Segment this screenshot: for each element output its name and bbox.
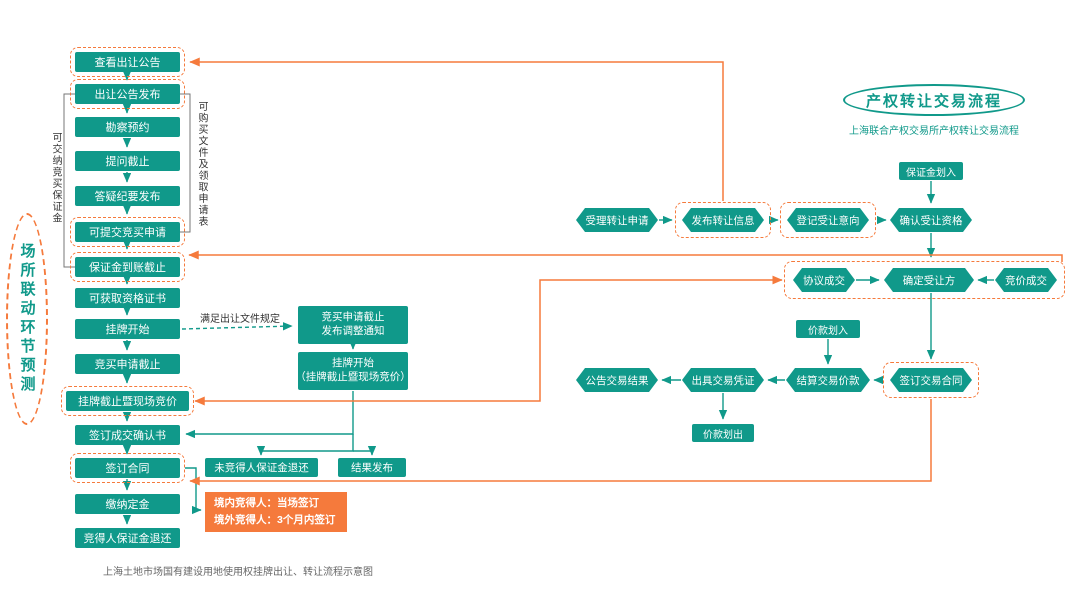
right-step-register-intention: 登记受让意向 <box>787 208 869 232</box>
venue-linkage-oval: 场所联动环节预测 <box>6 213 48 425</box>
highlight-register-intention <box>780 202 876 238</box>
document-purchase-period-label: 可购买文件及领取申请表 <box>196 101 207 228</box>
right-step-auction-deal: 竞价成交 <box>995 268 1057 292</box>
left-step-sign-contract: 签订合同 <box>75 458 180 478</box>
left-step-bid-application-open: 可提交竞买申请 <box>75 222 180 242</box>
highlight-bid-application-open <box>70 217 185 247</box>
deposit-period-label: 可交纳竞买保证金 <box>50 132 61 224</box>
right-step-settle-payment: 结算交易价款 <box>786 368 870 392</box>
left-step-listing-start: 挂牌开始 <box>75 319 180 339</box>
right-step-determine-transferee: 确定受让方 <box>884 268 974 292</box>
signing-rule-overseas: 境外竞得人：3个月内签订 <box>214 514 336 526</box>
left-step-view-announcement: 查看出让公告 <box>75 52 180 72</box>
listing-start-auction-box: 挂牌开始 （挂牌截止暨现场竞价） <box>295 352 411 390</box>
loser-deposit-refund-box: 未竞得人保证金退还 <box>205 458 318 477</box>
highlight-view-announcement <box>70 47 185 77</box>
left-step-qa-minutes-published: 答疑纪要发布 <box>75 186 180 206</box>
signing-rule-box: 境内竞得人：当场签订 境外竞得人：3个月内签订 <box>205 492 347 532</box>
payment-out-box: 价款划出 <box>692 424 754 442</box>
result-published-box: 结果发布 <box>338 458 406 477</box>
highlight-announcement-published <box>70 79 185 109</box>
highlight-deposit-deadline <box>70 252 185 282</box>
left-step-sign-confirmation: 签订成交确认书 <box>75 425 180 445</box>
right-flow-title-oval: 产权转让交易流程 <box>843 84 1025 116</box>
condition-label: 满足出让文件规定 <box>200 314 280 325</box>
highlight-publish-transfer-info <box>675 202 771 238</box>
right-step-announce-result: 公告交易结果 <box>576 368 658 392</box>
right-step-confirm-qualification: 确认受让资格 <box>890 208 972 232</box>
highlight-sign-transaction-contract <box>883 362 979 398</box>
signing-rule-domestic: 境内竞得人：当场签订 <box>214 497 319 510</box>
payment-in-box: 价款划入 <box>796 320 860 338</box>
left-step-pay-downpayment: 缴纳定金 <box>75 494 180 514</box>
diagram-caption: 上海土地市场国有建设用地使用权挂牌出让、转让流程示意图 <box>103 567 373 578</box>
left-step-qualification-cert: 可获取资格证书 <box>75 288 180 308</box>
left-step-question-deadline: 提问截止 <box>75 151 180 171</box>
notice-line1: 竞买申请截止 <box>321 311 385 324</box>
notice-line2: 发布调整通知 <box>321 325 385 337</box>
highlight-listing-end-auction <box>61 386 194 416</box>
right-step-agreement-deal: 协议成交 <box>793 268 855 292</box>
listing-line1: 挂牌开始 <box>332 357 374 370</box>
left-step-winner-deposit-refund: 竞得人保证金退还 <box>75 528 180 548</box>
left-step-survey-appointment: 勘察预约 <box>75 117 180 137</box>
deposit-in-box: 保证金划入 <box>899 162 963 180</box>
left-step-bid-application-deadline: 竞买申请截止 <box>75 354 180 374</box>
highlight-sign-contract <box>70 453 185 483</box>
right-step-sign-transaction-contract: 签订交易合同 <box>890 368 972 392</box>
highlight-deal-methods-group <box>784 261 1065 299</box>
right-step-publish-transfer-info: 发布转让信息 <box>682 208 764 232</box>
right-flow-subtitle: 上海联合产权交易所产权转让交易流程 <box>849 126 1019 137</box>
right-step-issue-certificate: 出具交易凭证 <box>682 368 764 392</box>
notice-adjustment-box: 竞买申请截止 发布调整通知 <box>298 306 408 344</box>
right-flow-title: 产权转让交易流程 <box>865 92 1002 110</box>
venue-linkage-label: 场所联动环节预测 <box>18 243 36 395</box>
right-step-accept-application: 受理转让申请 <box>576 208 658 232</box>
left-step-announcement-published: 出让公告发布 <box>75 84 180 104</box>
left-step-listing-end-auction: 挂牌截止暨现场竞价 <box>66 391 189 411</box>
listing-line2: （挂牌截止暨现场竞价） <box>295 371 411 383</box>
left-step-deposit-deadline: 保证金到账截止 <box>75 257 180 277</box>
